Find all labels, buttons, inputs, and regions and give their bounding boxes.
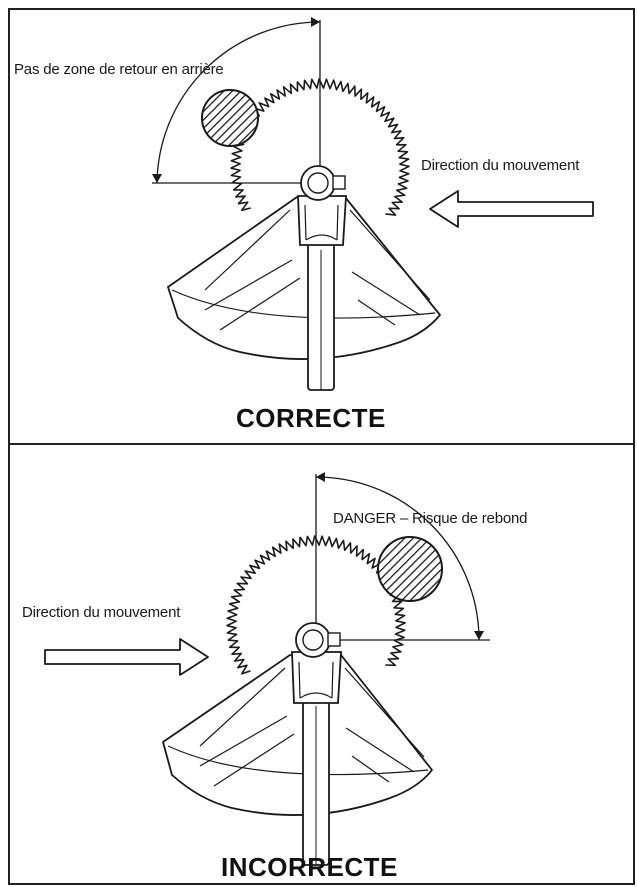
hatched-zone-icon	[201, 89, 259, 147]
top-direction-label: Direction du mouvement	[421, 157, 580, 174]
hatched-zone-icon	[377, 536, 443, 602]
bottom-panel	[44, 472, 490, 866]
arc-arrowhead-left	[152, 174, 162, 183]
bottom-direction-label: Direction du mouvement	[22, 604, 181, 621]
gear-head-detail	[298, 661, 334, 699]
gear-head-detail	[304, 204, 339, 241]
arbor-nut	[327, 632, 341, 647]
guard-inner-lines	[167, 667, 429, 787]
panel-divider	[8, 443, 635, 445]
guard-inner-lines	[171, 209, 436, 331]
angle-arc	[315, 476, 480, 641]
bottom-zone-label: DANGER – Risque de rebond	[333, 510, 528, 527]
movement-arrow-icon	[429, 190, 594, 228]
top-zone-label: Pas de zone de retour en arrière	[14, 61, 224, 78]
movement-arrow-icon	[44, 638, 209, 676]
arc-arrowhead-right	[474, 631, 484, 640]
top-panel-title: CORRECTE	[236, 403, 386, 433]
arbor-nut	[332, 175, 346, 190]
angle-arc	[156, 21, 321, 184]
figure-frame	[8, 8, 635, 885]
arbor-inner	[302, 629, 324, 651]
arc-arrowhead-top	[316, 472, 325, 482]
arc-arrowhead-top	[311, 17, 320, 27]
top-panel	[152, 17, 594, 391]
arbor-inner	[307, 172, 329, 194]
bottom-panel-title: INCORRECTE	[221, 852, 398, 882]
